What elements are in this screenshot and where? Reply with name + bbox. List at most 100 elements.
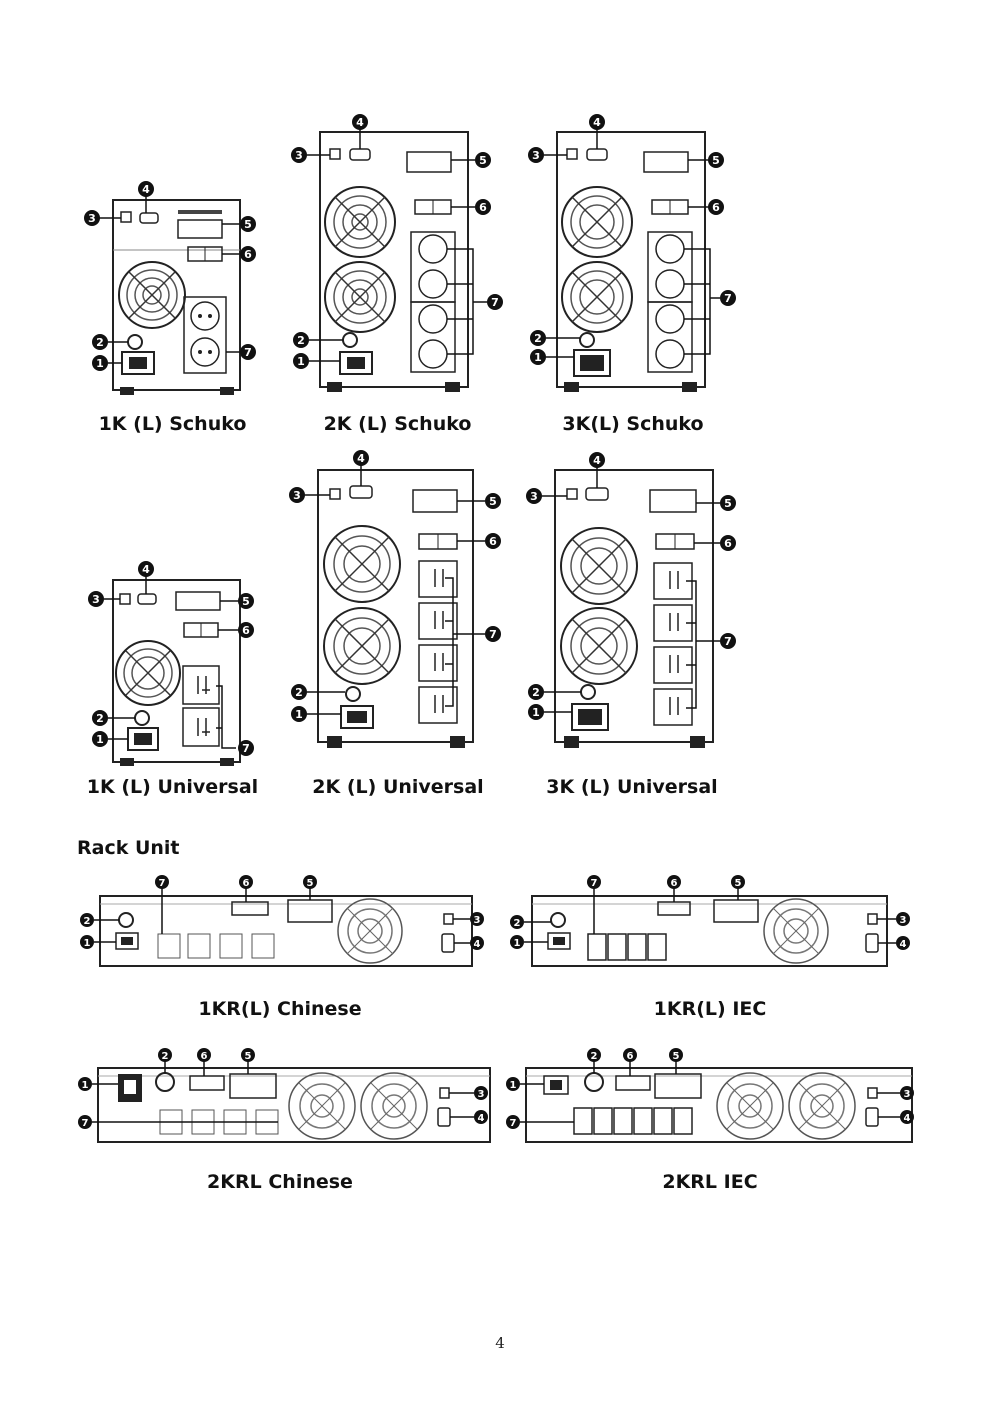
svg-text:1: 1: [514, 938, 521, 949]
svg-text:5: 5: [489, 495, 497, 508]
svg-text:6: 6: [712, 201, 720, 214]
caption-2k-schuko: 2K (L) Schuko: [323, 413, 472, 435]
callout-1: 1: [92, 355, 122, 371]
caption-1kr-chinese: 1KR(L) Chinese: [198, 998, 362, 1020]
rack-rear-panel-1kr-iec: 7 6 5 2 1 3 4: [510, 875, 910, 967]
callout-4: 4: [589, 452, 605, 488]
svg-text:4: 4: [593, 454, 601, 467]
svg-text:1: 1: [96, 357, 104, 370]
svg-text:7: 7: [510, 1118, 517, 1129]
svg-text:6: 6: [244, 248, 252, 261]
callout-1: 1: [530, 349, 574, 365]
cooling-fan-icon: [324, 261, 396, 333]
caption-1k-schuko: 1K (L) Schuko: [98, 413, 247, 435]
figure-1kr-chinese: 7 6 5 2 1 3 4: [72, 872, 492, 972]
iec-outlet-icon: [573, 1107, 693, 1135]
callout-2: 2: [510, 915, 551, 929]
callout-6: 6: [239, 875, 253, 902]
callout-7: 7: [696, 633, 736, 649]
callout-2: 2: [92, 710, 135, 726]
callout-3: 3: [453, 912, 484, 926]
svg-text:6: 6: [671, 878, 678, 889]
callout-1: 1: [92, 731, 128, 747]
callout-5: 5: [241, 1048, 255, 1074]
cooling-fan-icon: [788, 1072, 856, 1140]
svg-text:1: 1: [532, 706, 540, 719]
svg-text:5: 5: [242, 595, 250, 608]
section-heading-rack-unit: Rack Unit: [77, 837, 180, 859]
svg-text:1: 1: [297, 355, 305, 368]
svg-text:4: 4: [474, 939, 481, 950]
ups-rear-panel-3k-universal: 4 3 5 6 7 2 1: [526, 452, 736, 748]
svg-text:3: 3: [92, 593, 100, 606]
figure-3k-schuko: 4 3 5 6 7 2 1: [522, 112, 742, 402]
svg-text:6: 6: [479, 201, 487, 214]
callout-2: 2: [158, 1048, 172, 1073]
callout-1: 1: [510, 935, 548, 949]
svg-text:1: 1: [295, 708, 303, 721]
callout-4: 4: [138, 561, 154, 594]
callout-6: 6: [222, 246, 256, 262]
svg-text:4: 4: [142, 183, 150, 196]
callout-1: 1: [80, 935, 116, 949]
svg-text:7: 7: [724, 635, 732, 648]
svg-text:4: 4: [593, 116, 601, 129]
svg-text:3: 3: [478, 1089, 485, 1100]
callout-6: 6: [197, 1048, 211, 1076]
callout-4: 4: [352, 114, 368, 149]
callout-6: 6: [688, 199, 724, 215]
cooling-fan-icon: [118, 261, 186, 329]
schuko-outlet-icon: [190, 301, 220, 367]
svg-text:3: 3: [293, 489, 301, 502]
svg-text:2: 2: [295, 686, 303, 699]
figure-1k-universal: 4 3 5 6 2 1 7: [80, 558, 280, 768]
callout-7: 7: [506, 1115, 574, 1129]
svg-text:6: 6: [724, 537, 732, 550]
svg-text:5: 5: [307, 878, 314, 889]
svg-text:3: 3: [88, 212, 96, 225]
cooling-fan-icon: [561, 261, 633, 333]
svg-text:3: 3: [904, 1089, 911, 1100]
callout-5: 5: [688, 152, 724, 168]
cooling-fan-icon: [560, 607, 638, 685]
cooling-fan-icon: [561, 186, 633, 258]
svg-text:2: 2: [162, 1051, 169, 1062]
caption-1k-universal: 1K (L) Universal: [86, 776, 259, 798]
callout-6: 6: [218, 622, 254, 638]
svg-text:1: 1: [534, 351, 542, 364]
callout-5: 5: [731, 875, 745, 900]
svg-text:2: 2: [514, 918, 521, 929]
callout-7: 7: [78, 1115, 278, 1129]
svg-text:5: 5: [673, 1051, 680, 1062]
callout-3: 3: [84, 210, 121, 226]
figure-1k-schuko: 4 3 5 6 2 1 7: [80, 180, 280, 400]
cooling-fan-icon: [324, 186, 396, 258]
svg-text:3: 3: [295, 149, 303, 162]
svg-text:3: 3: [532, 149, 540, 162]
callout-3: 3: [289, 487, 330, 503]
svg-text:4: 4: [356, 116, 364, 129]
callout-5: 5: [696, 495, 736, 511]
svg-text:6: 6: [627, 1051, 634, 1062]
callout-5: 5: [451, 152, 491, 168]
cooling-fan-icon: [716, 1072, 784, 1140]
svg-text:5: 5: [245, 1051, 252, 1062]
callout-7: 7: [226, 344, 256, 360]
iec-outlet-icon: [587, 933, 667, 961]
figure-2k-schuko: 4 3 5 6 7 2 1: [285, 112, 505, 402]
callout-7: 7: [453, 626, 501, 642]
rack-rear-panel-1kr-chinese: 7 6 5 2 1 3 4: [80, 875, 484, 967]
svg-text:5: 5: [735, 878, 742, 889]
callout-4: 4: [450, 1110, 488, 1124]
svg-text:4: 4: [900, 939, 907, 950]
callout-7: 7: [587, 875, 601, 934]
cooling-fan-icon: [337, 898, 403, 964]
callout-3: 3: [526, 488, 567, 504]
svg-text:1: 1: [82, 1080, 89, 1091]
callout-1: 1: [78, 1077, 118, 1091]
callout-4: 4: [878, 936, 910, 950]
cooling-fan-icon: [360, 1072, 428, 1140]
svg-text:2: 2: [96, 712, 104, 725]
svg-text:5: 5: [479, 154, 487, 167]
svg-text:2: 2: [591, 1051, 598, 1062]
